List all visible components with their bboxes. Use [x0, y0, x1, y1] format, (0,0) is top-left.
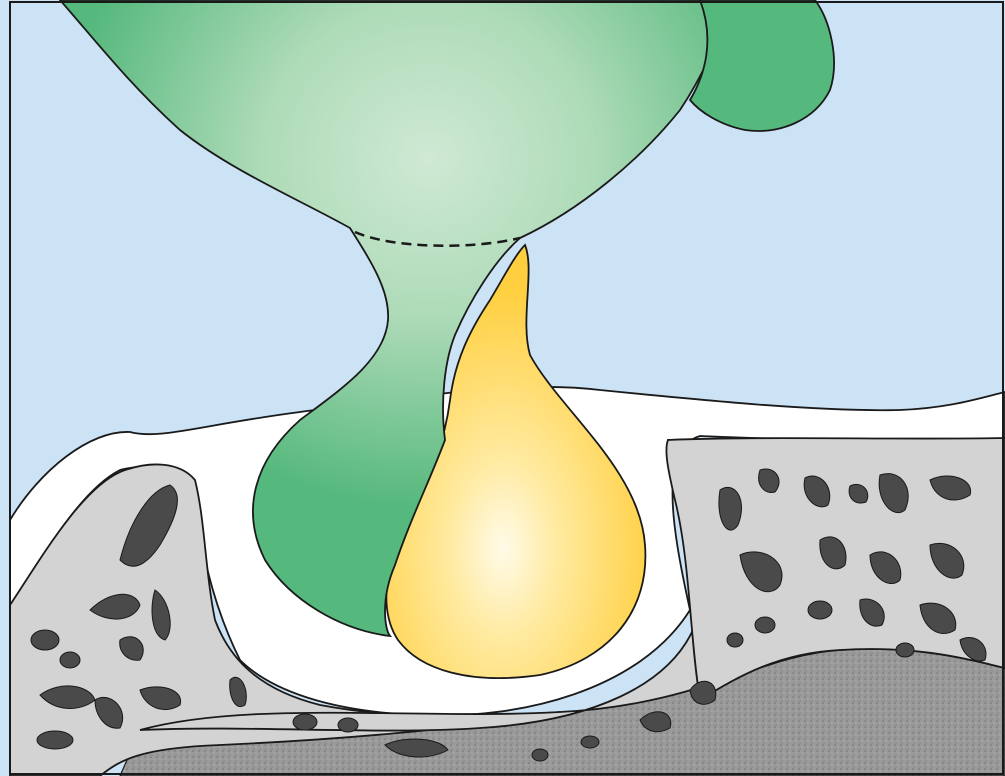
green-side-lobe — [690, 0, 834, 131]
